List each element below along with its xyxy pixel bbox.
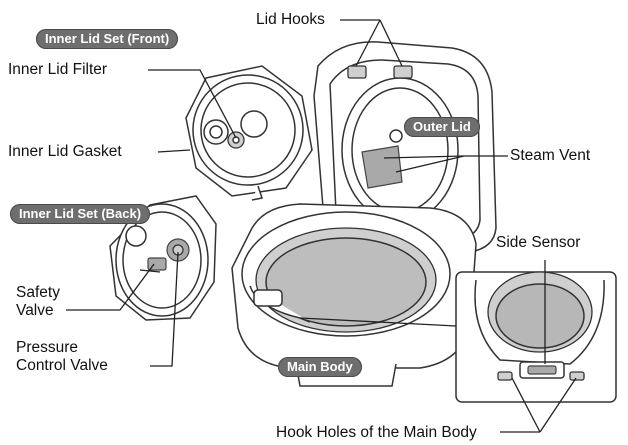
inner-lid-filter-label: Inner Lid Filter [8,61,108,78]
leader-lines [66,19,577,433]
inner-lid-back [109,195,217,321]
side-sensor-inset [455,271,617,403]
outer-lid-badge: Outer Lid [404,117,480,137]
main-body [231,203,477,387]
safety-valve-label-line2: Valve [16,302,54,319]
safety-valve-label-line1: Safety [16,284,60,301]
pressure-valve-label-line2: Control Valve [16,357,108,374]
inner-lid-back-badge: Inner Lid Set (Back) [10,204,151,224]
lid-hooks-label: Lid Hooks [256,11,325,28]
steam-vent-label: Steam Vent [510,147,591,164]
hook-holes-label: Hook Holes of the Main Body [276,424,477,441]
inner-lid-gasket-label: Inner Lid Gasket [8,143,122,160]
main-body-badge: Main Body [278,357,362,377]
inner-lid-front [185,65,313,201]
inner-lid-front-badge: Inner Lid Set (Front) [36,29,179,49]
pressure-valve-label-line1: Pressure [16,339,79,356]
side-sensor-label: Side Sensor [496,234,581,251]
